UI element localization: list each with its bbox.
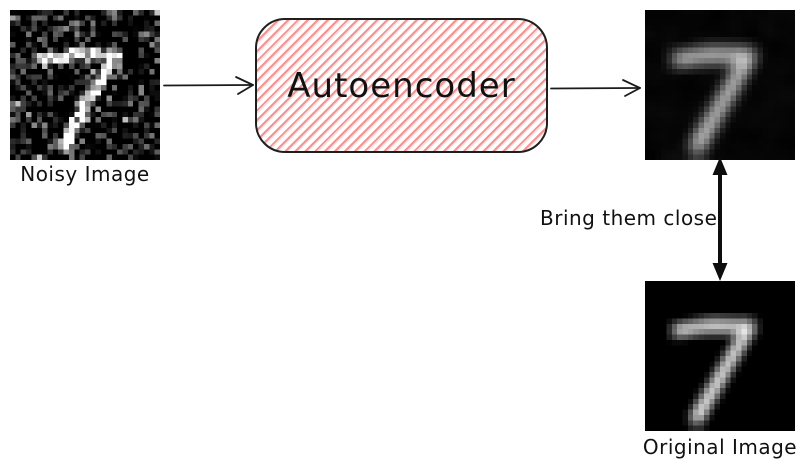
arrow-noisy-to-autoencoder-icon bbox=[163, 76, 254, 95]
double-arrow-compare-icon bbox=[712, 157, 728, 281]
noisy-digit-image bbox=[10, 10, 160, 160]
autoencoder-box: Autoencoder bbox=[255, 18, 548, 153]
bring-them-close-label: Bring them close bbox=[540, 206, 718, 230]
noisy-image-label: Noisy Image bbox=[20, 162, 150, 186]
original-image-label: Original Image bbox=[642, 435, 798, 459]
autoencoder-label: Autoencoder bbox=[287, 65, 516, 106]
original-digit-image bbox=[645, 281, 795, 431]
denoised-digit-image bbox=[645, 10, 795, 160]
arrow-autoencoder-to-output-icon bbox=[550, 79, 641, 97]
